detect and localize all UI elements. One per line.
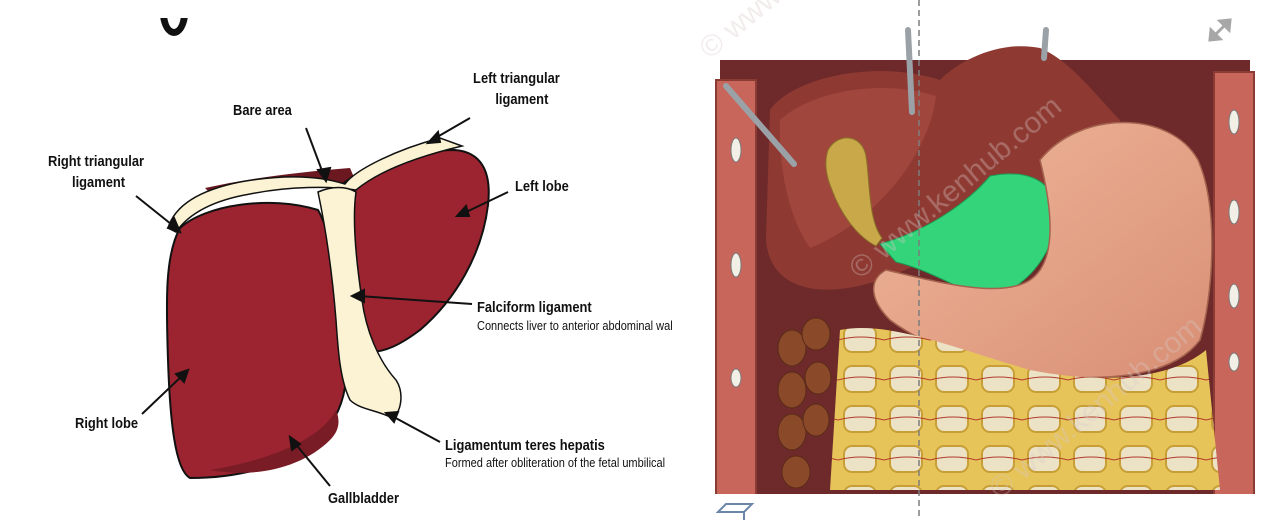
clipped-heading-glyph: [160, 18, 188, 40]
anatomy-illustration: © www.kenhub.com © www.kenhub.com © www.…: [700, 0, 1272, 520]
anatomy-illustration-panel: © www.kenhub.com © www.kenhub.com © www.…: [700, 0, 1272, 520]
label-right-triangular-line2: ligament: [72, 174, 126, 191]
label-left-lobe: Left lobe: [515, 178, 569, 195]
arrowhead-right-triangular: [166, 215, 182, 234]
falciform-ligament-band: [317, 186, 402, 419]
label-gallbladder: Gallbladder: [328, 490, 399, 507]
label-falciform-desc: Connects liver to anterior abdominal wal: [477, 319, 673, 333]
bottom-fade: [700, 494, 1272, 520]
pointer-right-triangular: [135, 195, 177, 229]
pointer-teres: [391, 415, 441, 443]
arrowhead-right-lobe: [174, 368, 190, 384]
colon-loops: [777, 317, 832, 489]
arrowhead-falciform: [349, 288, 365, 304]
label-right-triangular-line1: Right triangular: [48, 153, 145, 170]
label-teres: Ligamentum teres hepatis: [445, 437, 605, 454]
label-right-lobe: Right lobe: [75, 415, 139, 432]
label-left-triangular-line1: Left triangular: [473, 70, 560, 87]
pointer-gallbladder: [293, 441, 331, 487]
arrowhead-teres: [383, 410, 400, 424]
arrowhead-bare-area: [316, 166, 332, 184]
retractors: [723, 27, 1049, 167]
gallbladder-illustration: [825, 137, 883, 247]
arrowhead-left-triangular: [425, 129, 442, 145]
label-bare-area: Bare area: [233, 102, 292, 119]
pointer-right-lobe: [141, 373, 185, 415]
liver-diagram: [135, 117, 509, 487]
greater-omentum-shape: [830, 328, 1220, 490]
expand-arrows-icon[interactable]: [1204, 14, 1236, 46]
coronary-ligament-band: [167, 137, 465, 233]
arrowhead-left-lobe: [454, 204, 471, 217]
label-falciform: Falciform ligament: [477, 299, 592, 316]
rib-cross-sections: [730, 109, 1240, 388]
pointer-bare-area: [305, 127, 325, 177]
pointer-falciform: [357, 295, 473, 305]
arrowhead-gallbladder: [288, 434, 302, 452]
watermark-1: © www.kenhub.com: [700, 0, 918, 65]
cube-tool-icon[interactable]: [716, 500, 756, 520]
label-teres-desc: Formed after obliteration of the fetal u…: [445, 456, 666, 470]
liver-diagram-panel: Left triangular ligament Bare area Right…: [48, 18, 673, 507]
pointer-left-lobe: [461, 191, 509, 215]
label-left-triangular-line2: ligament: [495, 91, 549, 108]
